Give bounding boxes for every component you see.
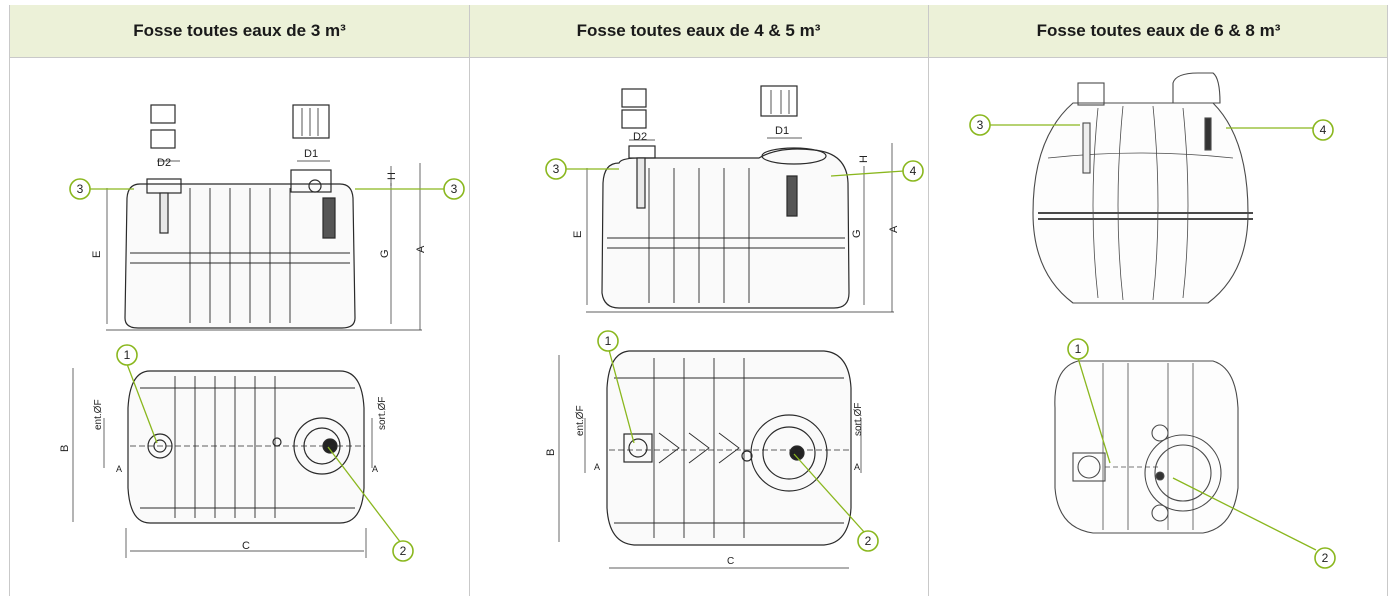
label-entry-diameter: ent.ØF (575, 405, 586, 436)
label-entry-diameter: ent.ØF (93, 399, 104, 430)
column-header-4-5m3: Fosse toutes eaux de 4 & 5 m³ (576, 21, 821, 40)
callout-numbers: 3 4 1 2 (553, 162, 917, 548)
label-d1: D1 (304, 148, 318, 160)
top-view (1054, 360, 1239, 534)
label-section-a: A (372, 464, 378, 474)
dimension-text: D2 D1 H E G A B C ent.ØF sort.ØF A A (59, 148, 427, 552)
callout-circles (545, 158, 924, 552)
drawing-4-5m3: D2 D1 H E G A B C ent.ØF sort.ØF A A 3 4… (545, 85, 924, 569)
label-h: H (858, 155, 870, 163)
column-header-6-8m3: Fosse toutes eaux de 6 & 8 m³ (1036, 21, 1281, 40)
callout-4: 4 (910, 164, 917, 178)
label-d2: D2 (633, 131, 647, 143)
callout-3: 3 (553, 162, 560, 176)
panel-4-5m3: D2 D1 H E G A B C ent.ØF sort.ØF A A 3 4… (469, 58, 928, 596)
label-b: B (59, 445, 71, 452)
callout-3-right: 3 (451, 182, 458, 196)
callout-numbers: 3 3 1 2 (77, 182, 458, 558)
header-row: Fosse toutes eaux de 3 m³ Fosse toutes e… (10, 5, 1387, 58)
label-e: E (572, 231, 584, 238)
label-c: C (727, 556, 734, 567)
top-dimension-lines (558, 355, 862, 569)
callout-1: 1 (1075, 342, 1082, 356)
dimension-lines (106, 160, 422, 331)
side-view (124, 104, 356, 329)
tank-spec-table: Fosse toutes eaux de 3 m³ Fosse toutes e… (9, 5, 1388, 596)
side-view (1032, 72, 1253, 304)
label-a: A (888, 225, 900, 233)
side-view (601, 85, 850, 309)
top-view (606, 350, 852, 546)
label-h: H (386, 172, 398, 180)
label-g: G (379, 249, 391, 258)
label-outlet-diameter: sort.ØF (377, 397, 388, 430)
label-section-a: A (854, 462, 860, 472)
callout-leaders (90, 188, 445, 544)
callout-1: 1 (124, 348, 131, 362)
callout-leaders (990, 124, 1317, 551)
column-header-3m3: Fosse toutes eaux de 3 m³ (133, 21, 346, 40)
callout-2: 2 (1322, 551, 1329, 565)
label-d1: D1 (775, 125, 789, 137)
drawing-3m3: D2 D1 H E G A B C ent.ØF sort.ØF A A 3 3… (59, 104, 465, 562)
dimension-text: D2 D1 H E G A B C ent.ØF sort.ØF A A (545, 125, 900, 567)
top-view (127, 370, 365, 524)
label-b: B (545, 449, 557, 456)
label-e: E (91, 251, 103, 258)
callout-numbers: 3 4 1 2 (977, 118, 1329, 565)
dimension-lines (586, 137, 894, 313)
callout-circles (69, 178, 465, 562)
callout-circles (969, 114, 1336, 569)
label-g: G (851, 229, 863, 238)
column-divider (469, 5, 470, 596)
callout-1: 1 (605, 334, 612, 348)
top-dimension-lines (72, 368, 373, 558)
label-d2: D2 (157, 157, 171, 169)
label-a: A (415, 245, 427, 253)
panel-6-8m3: 3 4 1 2 (928, 58, 1389, 596)
label-outlet-diameter: sort.ØF (853, 403, 864, 436)
callout-2: 2 (400, 544, 407, 558)
callout-3: 3 (977, 118, 984, 132)
panel-3m3: D2 D1 H E G A B C ent.ØF sort.ØF A A 3 3… (10, 58, 469, 596)
label-section-a: A (116, 464, 122, 474)
column-divider (928, 5, 929, 596)
label-c: C (242, 540, 250, 552)
callout-2: 2 (865, 534, 872, 548)
label-section-a: A (594, 462, 600, 472)
callout-4: 4 (1320, 123, 1327, 137)
callout-3-left: 3 (77, 182, 84, 196)
callout-leaders (565, 168, 905, 534)
drawing-6-8m3: 3 4 1 2 (969, 72, 1336, 569)
